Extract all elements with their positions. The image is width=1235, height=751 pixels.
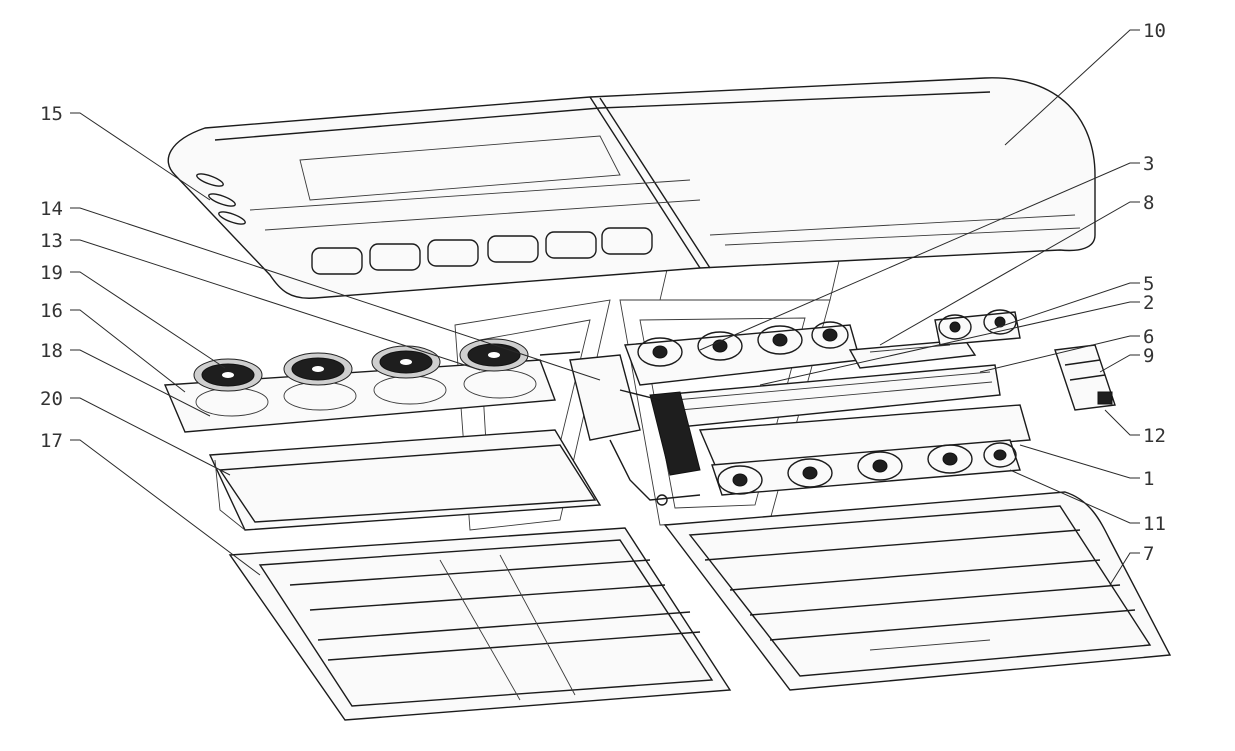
callout-3: 3	[1143, 153, 1154, 175]
callout-11: 11	[1143, 513, 1166, 535]
evaporator-housing	[698, 404, 1031, 466]
callout-12: 12	[1143, 425, 1166, 447]
callout-2: 2	[1143, 292, 1154, 314]
condenser-coil	[208, 429, 602, 531]
callout-18: 18	[40, 340, 63, 362]
callout-1: 1	[1143, 468, 1154, 490]
evaporator-blower-row-bottom	[711, 439, 1021, 496]
callout-16: 16	[40, 300, 63, 322]
callout-14: 14	[40, 198, 63, 220]
callout-labels: 10 3 8 5 2 6 9 12 1 11 7 15 14 13 19 16 …	[40, 20, 1166, 565]
left-base-frame	[228, 527, 732, 721]
callout-6: 6	[1143, 326, 1154, 348]
callout-19: 19	[40, 262, 63, 284]
callout-8: 8	[1143, 192, 1154, 214]
callout-20: 20	[40, 388, 63, 410]
callout-7: 7	[1143, 543, 1154, 565]
control-board	[848, 339, 977, 369]
side-module	[1054, 344, 1116, 411]
callout-15: 15	[40, 103, 63, 125]
blower-pair	[934, 309, 1021, 346]
callout-5: 5	[1143, 273, 1154, 295]
callout-17: 17	[40, 430, 63, 452]
condenser-fans	[193, 338, 529, 392]
callout-13: 13	[40, 230, 63, 252]
callout-9: 9	[1143, 345, 1154, 367]
callout-10: 10	[1143, 20, 1166, 42]
right-base-frame	[663, 491, 1172, 691]
top-cover	[167, 77, 1096, 299]
refrigerant-piping	[539, 351, 701, 506]
leader-lines	[70, 29, 1140, 586]
